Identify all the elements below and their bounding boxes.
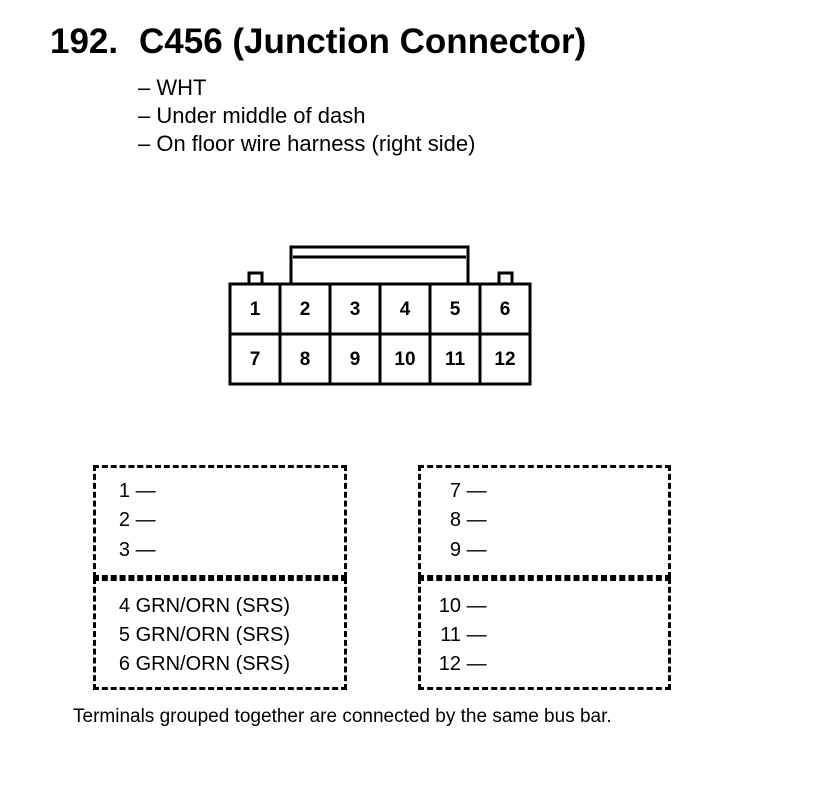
note-color: – WHT [138, 75, 207, 100]
note-harness: – On floor wire harness (right side) [138, 131, 476, 156]
terminal-description: — [466, 653, 487, 675]
note-location: – Under middle of dash [138, 103, 366, 128]
terminal-row: 4 GRN/ORN (SRS) [114, 594, 290, 618]
terminal-7-label: 7 [250, 349, 261, 370]
terminal-1-label: 1 [250, 299, 261, 320]
terminal-description: GRN/ORN (SRS) [135, 624, 291, 646]
connector-latch [289, 245, 470, 285]
terminal-description: — [466, 595, 487, 617]
terminal-row: 1 — [114, 479, 156, 503]
terminal-description: — [466, 624, 487, 646]
bus-bar-group-4-6: 4 GRN/ORN (SRS) 5 GRN/ORN (SRS) 6 GRN/OR… [93, 578, 347, 690]
connector-key-right [497, 271, 514, 285]
terminal-description: — [466, 509, 487, 531]
terminal-number: 2 [118, 509, 130, 531]
terminal-row: 9 — [437, 538, 487, 562]
terminal-number: 9 [449, 539, 461, 561]
terminal-row: 12 — [437, 652, 487, 676]
terminal-9-label: 9 [350, 349, 361, 370]
terminal-description: GRN/ORN (SRS) [135, 595, 291, 617]
terminal-12-label: 12 [494, 349, 515, 370]
terminal-number: 5 [118, 624, 130, 646]
terminal-number: 3 [118, 539, 130, 561]
terminal-3-label: 3 [350, 299, 361, 320]
terminal-11-label: 11 [445, 349, 466, 370]
terminal-row: 8 — [437, 508, 487, 532]
terminal-row: 7 — [437, 479, 487, 503]
terminal-5-label: 5 [450, 299, 461, 320]
terminal-number: 7 [449, 480, 461, 502]
terminal-number: 1 [118, 480, 130, 502]
terminal-10-label: 10 [394, 349, 415, 370]
terminal-8-label: 8 [300, 349, 311, 370]
connector-notes: – WHT – Under middle of dash – On floor … [138, 74, 475, 158]
terminal-number: 8 [449, 509, 461, 531]
bus-bar-group-1-3: 1 — 2 — 3 — [93, 465, 347, 578]
bus-bar-group-10-12: 10 — 11 — 12 — [418, 578, 671, 690]
bus-bar-group-7-9: 7 — 8 — 9 — [418, 465, 671, 578]
page-title: C456 (Junction Connector) [139, 22, 587, 61]
bus-bar-footnote: Terminals grouped together are connected… [73, 706, 612, 727]
terminal-description: — [135, 539, 156, 561]
terminal-2-label: 2 [300, 299, 311, 320]
terminal-row: 10 — [437, 594, 487, 618]
terminal-description: GRN/ORN (SRS) [135, 653, 291, 675]
terminal-row: 6 GRN/ORN (SRS) [114, 652, 290, 676]
terminal-number: 4 [118, 595, 130, 617]
terminal-description: — [466, 539, 487, 561]
connector-key-left [247, 271, 264, 285]
terminal-row: 3 — [114, 538, 156, 562]
terminal-4-label: 4 [400, 299, 411, 320]
terminal-row: 5 GRN/ORN (SRS) [114, 623, 290, 647]
terminal-description: — [135, 509, 156, 531]
terminal-description: — [466, 480, 487, 502]
terminal-number: 12 [438, 653, 461, 675]
terminal-row: 2 — [114, 508, 156, 532]
terminal-number: 11 [440, 624, 461, 646]
terminal-row: 11 — [437, 623, 487, 647]
terminal-number: 10 [438, 595, 461, 617]
terminal-number: 6 [118, 653, 130, 675]
diagram-number: 192. [50, 22, 119, 61]
terminal-description: — [135, 480, 156, 502]
terminal-6-label: 6 [500, 299, 511, 320]
